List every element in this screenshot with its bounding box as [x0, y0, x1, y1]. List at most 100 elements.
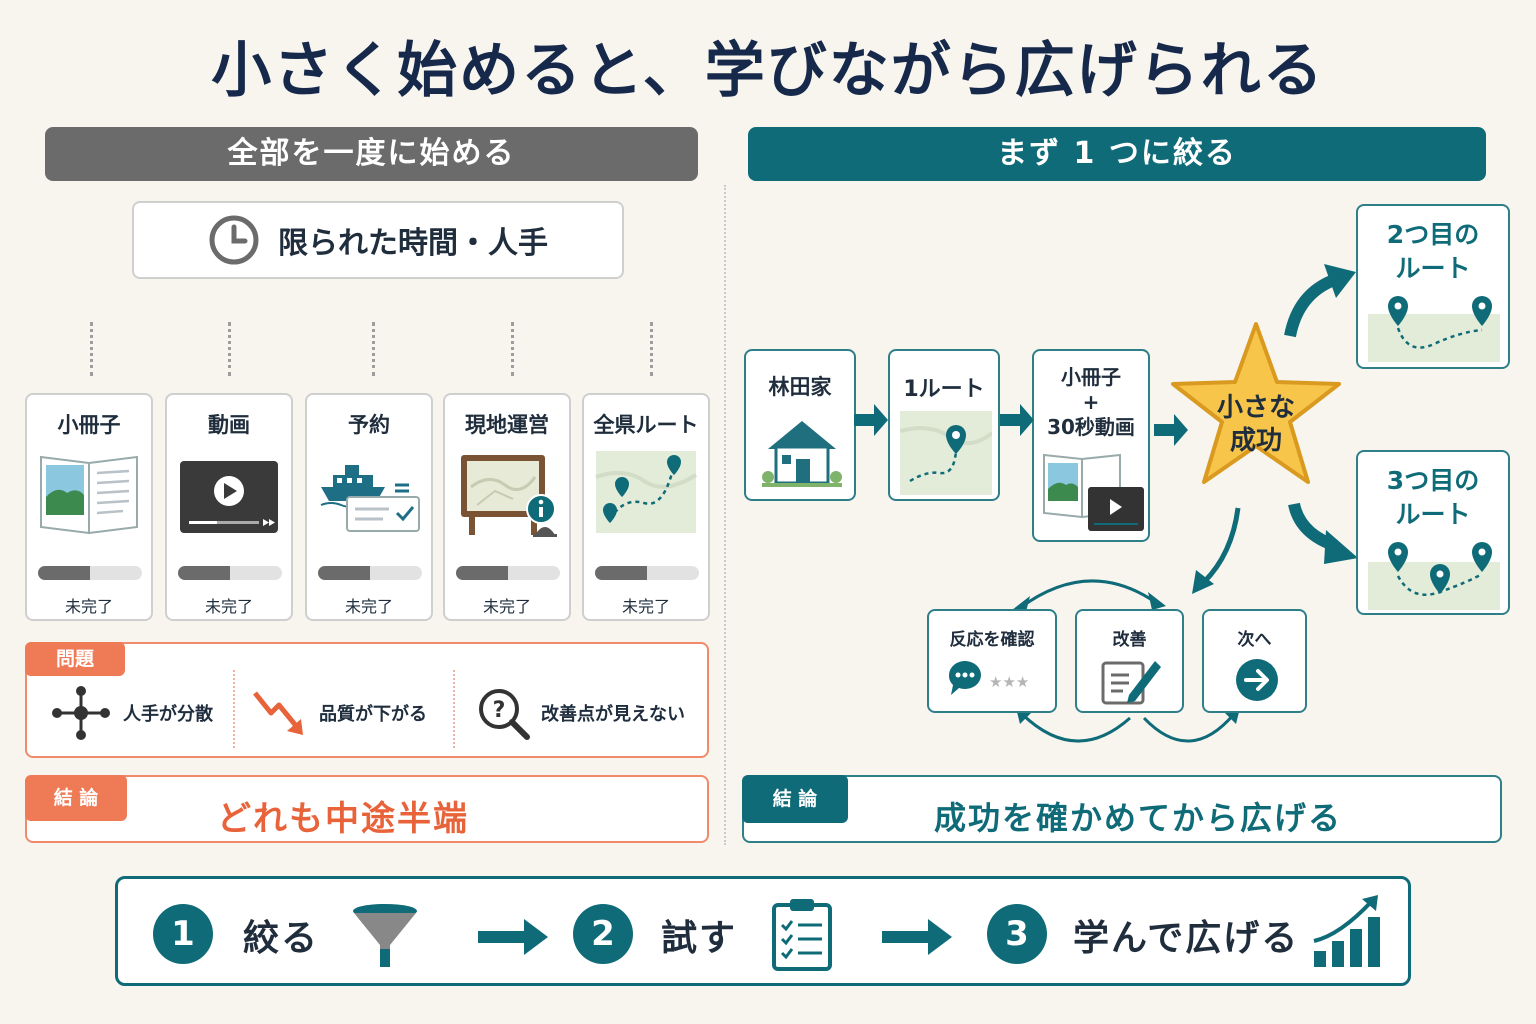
- flow-arrow-icon: [1154, 414, 1188, 446]
- task-label: 予約: [348, 413, 390, 437]
- expansion-line: 3つ目の: [1386, 466, 1480, 495]
- signboard-icon: [461, 455, 557, 537]
- expansion-label: 2つ目の ルート: [1358, 218, 1508, 286]
- flow-arrow-icon: [854, 404, 888, 436]
- flow-node-family: 林田家: [744, 349, 856, 501]
- step-label: 試す: [661, 918, 738, 959]
- dotted-connector: [372, 322, 375, 376]
- task-status: 未完了: [482, 597, 531, 616]
- task-status: 未完了: [204, 597, 253, 616]
- step-label: 学んで広げる: [1073, 918, 1300, 959]
- loop-node-improve: 改善: [1075, 609, 1184, 713]
- problem-item: 品質が下がる: [251, 678, 427, 748]
- ferry-booking-icon: [320, 465, 420, 532]
- step-number: 2: [573, 904, 633, 964]
- task-card-reservation: 予約 未完了: [305, 393, 433, 621]
- task-card-routes: 全県ルート 未完了: [582, 393, 710, 621]
- expansion-node-2: 2つ目の ルート: [1356, 204, 1510, 369]
- node-label-lines: 小冊子 + 30秒動画: [1034, 365, 1148, 440]
- flow-node-content: 小冊子 + 30秒動画: [1032, 349, 1150, 542]
- right-header: まず 1 つに絞る: [748, 127, 1486, 181]
- progress-fill: [38, 566, 90, 580]
- problem-divider: [233, 670, 235, 748]
- task-label: 全県ルート: [593, 413, 699, 437]
- task-label: 動画: [208, 413, 250, 437]
- booklet-icon: [40, 455, 138, 535]
- scatter-nodes-icon: [52, 686, 110, 740]
- problem-item: 人手が分散: [49, 678, 213, 748]
- conclusion-tag: 結 論: [25, 775, 127, 821]
- decline-arrow-icon: [253, 691, 303, 735]
- progress-bar: [595, 566, 699, 580]
- star-line: 小さな: [1216, 393, 1295, 423]
- node-line: 小冊子: [1061, 365, 1121, 389]
- progress-bar: [456, 566, 560, 580]
- task-label: 小冊子: [57, 413, 121, 437]
- task-card-onsite: 現地運営 未完了: [443, 393, 571, 621]
- task-label: 現地運営: [465, 413, 549, 437]
- step-number: 1: [153, 904, 213, 964]
- next-arrow-circle-icon: [1236, 659, 1278, 701]
- progress-bar: [178, 566, 282, 580]
- problem-item: ? 改善点が見えない: [475, 678, 685, 748]
- node-line: +: [1082, 390, 1100, 414]
- progress-fill: [178, 566, 230, 580]
- step-arrow-icon: [882, 919, 952, 955]
- route-map-icon: [595, 451, 698, 533]
- svg-text:★★★: ★★★: [989, 673, 1029, 691]
- constraint-box: 限られた時間・人手: [132, 201, 624, 279]
- edit-document-icon: [1101, 661, 1161, 705]
- right-conclusion-text: 成功を確かめてから広げる: [934, 799, 1343, 837]
- node-line: 30秒動画: [1047, 415, 1135, 439]
- problem-label: 品質が下がる: [319, 704, 427, 725]
- route-map-icon: [1368, 296, 1500, 362]
- loop-label: 反応を確認: [949, 630, 1035, 650]
- flow-arrow-icon: [1000, 404, 1034, 436]
- booklet-video-icon: [1043, 453, 1144, 531]
- steps-bar: 1 絞る 2 試す 3 学んで広げる: [115, 876, 1411, 986]
- progress-bar: [38, 566, 142, 580]
- loop-label: 改善: [1112, 630, 1147, 650]
- expansion-line: ルート: [1395, 500, 1471, 529]
- progress-fill: [595, 566, 647, 580]
- step-label: 絞る: [243, 918, 320, 959]
- task-status: 未完了: [621, 597, 670, 616]
- dotted-connector: [90, 322, 93, 376]
- node-label: 1ルート: [903, 377, 985, 402]
- progress-fill: [318, 566, 370, 580]
- expansion-label: 3つ目の ルート: [1358, 464, 1508, 532]
- expand-arrow-down-icon: [1288, 502, 1358, 564]
- loop-node-feedback: 反応を確認 ★★★: [927, 609, 1057, 713]
- expansion-line: 2つ目の: [1386, 220, 1480, 249]
- node-label: 林田家: [768, 375, 832, 399]
- checklist-icon: [772, 899, 832, 971]
- house-icon: [762, 421, 842, 487]
- loop-label: 次へ: [1237, 630, 1272, 650]
- task-status: 未完了: [64, 597, 113, 616]
- flow-node-route: 1ルート: [888, 349, 1000, 501]
- problem-divider: [453, 670, 455, 748]
- left-header: 全部を一度に始める: [45, 127, 698, 181]
- constraint-label: 限られた時間・人手: [278, 226, 548, 261]
- conclusion-tag: 結 論: [742, 775, 848, 823]
- progress-fill: [456, 566, 508, 580]
- step-number: 3: [987, 904, 1047, 964]
- problem-tag: 問題: [25, 642, 125, 676]
- dotted-connector: [511, 322, 514, 376]
- dotted-connector: [650, 322, 653, 376]
- chat-rating-icon: ★★★: [948, 661, 1029, 695]
- video-player-icon: [180, 461, 278, 533]
- step-arrow-icon: [478, 919, 548, 955]
- problem-box: 問題 人手が分散 品質が下がる ? 改善点が見えない: [25, 642, 709, 758]
- star-label: 小さな 成功: [1206, 392, 1306, 458]
- page-title: 小さく始めると、学びながら広げられる: [211, 36, 1325, 106]
- left-conclusion-text: どれも中途半端: [217, 799, 469, 839]
- expansion-node-3: 3つ目の ルート: [1356, 450, 1510, 615]
- single-route-map-icon: [900, 411, 992, 495]
- expansion-line: ルート: [1395, 254, 1471, 283]
- star-line: 成功: [1229, 426, 1282, 456]
- question-magnifier-icon: ?: [479, 689, 530, 740]
- right-conclusion-box: 結 論 成功を確かめてから広げる: [742, 775, 1502, 843]
- loop-arc-top-icon: [1012, 579, 1166, 612]
- small-success-star-icon: [1171, 322, 1341, 484]
